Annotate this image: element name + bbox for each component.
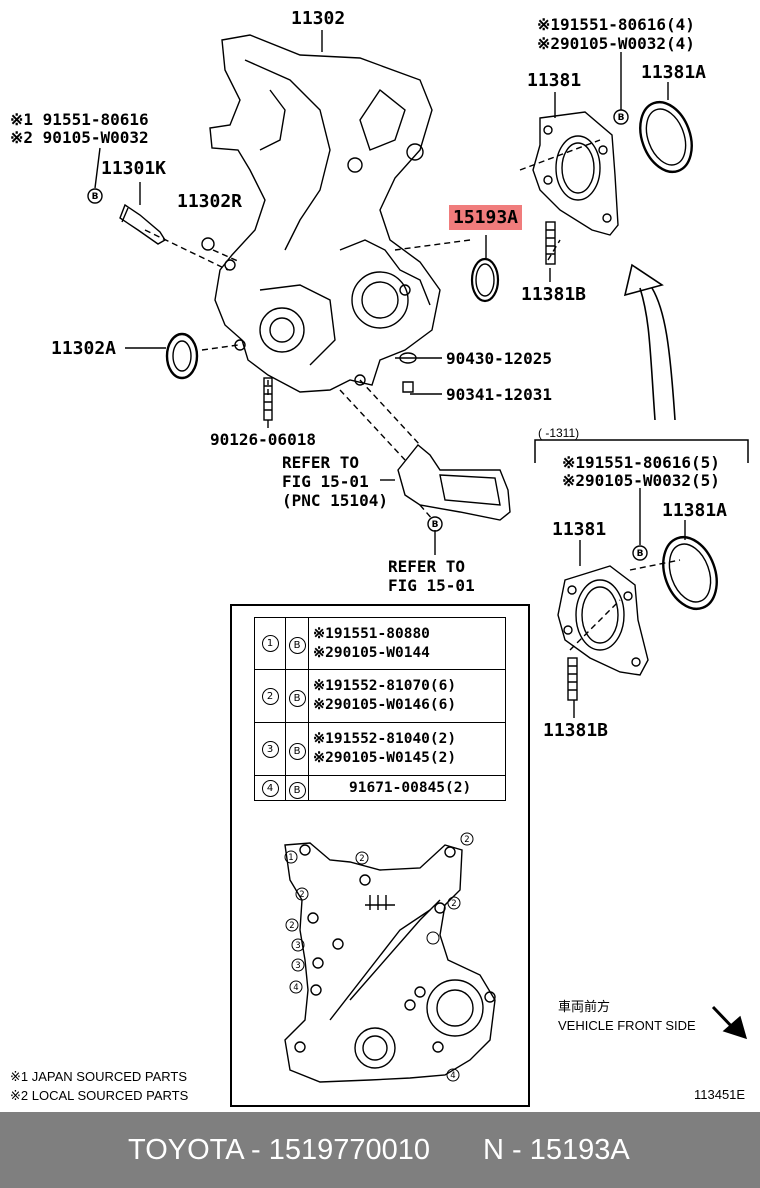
legend-row-2: 2 B ※191552-81070(6) ※290105-W0146(6) xyxy=(254,669,506,723)
callout-1 xyxy=(284,850,298,864)
small-cover-outline xyxy=(284,842,496,1083)
note1-left: ※1 91551-80616 xyxy=(10,110,149,129)
timing-cover-outline xyxy=(209,34,441,393)
local-sourced-note: ※2 LOCAL SOURCED PARTS xyxy=(10,1088,189,1103)
vehicle-front-en: VEHICLE FRONT SIDE xyxy=(558,1018,696,1033)
note1-top: ※191551-80616(4) xyxy=(537,15,695,34)
label-11381-top: 11381 xyxy=(527,70,582,91)
legend-row-3: 3 B ※191552-81040(2) ※290105-W0145(2) xyxy=(254,722,506,776)
label-90126: 90126-06018 xyxy=(210,430,316,449)
footer-brand-part-number: TOYOTA - 1519770010 xyxy=(128,1134,431,1166)
footer-bar: TOYOTA - 1519770010 N - 15193A xyxy=(0,1112,760,1188)
callout-1-text: 1 xyxy=(288,853,293,863)
retainer-right xyxy=(557,565,649,676)
vehicle-front-jp: 車両前方 xyxy=(558,999,611,1014)
legend-b-3: B xyxy=(288,742,306,760)
callout-4b: 4 xyxy=(450,1071,455,1081)
legend-num-2: 2 xyxy=(261,687,279,705)
legend-row-1-line2: ※290105-W0144 xyxy=(313,644,430,661)
note1-right: ※191551-80616(5) xyxy=(562,453,720,472)
callout-2d: 2 xyxy=(299,890,304,900)
legend-table: 1 B ※191551-80880 ※290105-W0144 2 B ※191… xyxy=(254,617,506,801)
japan-sourced-note: ※1 JAPAN SOURCED PARTS xyxy=(10,1069,188,1084)
legend-row-3-line1: ※191552-81040(2) xyxy=(313,731,457,747)
bolt-11301k xyxy=(119,203,166,245)
callout-3a: 3 xyxy=(295,941,300,951)
callout-2b: 2 xyxy=(359,854,364,864)
legend-row-4: 4 B 91671-00845(2) xyxy=(254,775,506,801)
label-90341: 90341-12031 xyxy=(446,385,552,404)
label-11302r: 11302R xyxy=(177,191,243,212)
b-marker-2: B xyxy=(618,113,625,123)
legend-row-1: 1 B ※191551-80880 ※290105-W0144 xyxy=(254,617,506,670)
label-11302a: 11302A xyxy=(51,338,117,359)
legend-num-4: 4 xyxy=(261,779,279,797)
note2-left: ※2 90105-W0032 xyxy=(10,128,149,147)
callout-2c: 2 xyxy=(451,899,456,909)
callout-4a: 4 xyxy=(293,983,298,993)
b-marker-1: B xyxy=(92,192,99,202)
refer2-line1: REFER TO xyxy=(388,557,466,576)
refer1-line2: FIG 15-01 xyxy=(282,472,369,491)
legend-row-3-line2: ※290105-W0145(2) xyxy=(313,750,457,766)
label-11381b-top: 11381B xyxy=(521,284,587,305)
legend-row-4-line1: 91671-00845(2) xyxy=(349,779,472,796)
highlighted-part-15193a: 15193A xyxy=(449,205,523,230)
note2-top: ※290105-W0032(4) xyxy=(537,34,695,53)
legend-num-3: 3 xyxy=(261,740,279,758)
refer1-line3: (PNC 15104) xyxy=(282,491,388,510)
b-marker-4: B xyxy=(432,520,439,530)
exploded-parts-diagram: 1 2 2 2 2 2 3 3 4 4 B B B B xyxy=(87,30,749,1083)
retainer-top xyxy=(532,111,619,236)
callout-2a: 2 xyxy=(464,835,469,845)
label-15193a: 15193A xyxy=(449,205,523,230)
label-11381b-right: 11381B xyxy=(543,720,609,741)
legend-row-1-line1: ※191551-80880 xyxy=(313,625,430,642)
label-11381a-right: 11381A xyxy=(662,500,728,521)
legend-row-2-line1: ※191552-81070(6) xyxy=(313,678,457,694)
label-11302: 11302 xyxy=(291,8,346,29)
callout-3b: 3 xyxy=(295,961,300,971)
footer-part-code: N - 15193A xyxy=(483,1134,630,1166)
bracket-note: ( -1311) xyxy=(538,426,580,440)
oil-strainer xyxy=(397,444,511,521)
label-11381a-top: 11381A xyxy=(641,62,707,83)
figure-number: 113451E xyxy=(694,1087,746,1102)
refer1-line1: REFER TO xyxy=(282,453,360,472)
label-11381-right: 11381 xyxy=(552,519,607,540)
label-90430: 90430-12025 xyxy=(446,349,552,368)
legend-b-1: B xyxy=(288,637,306,654)
legend-b-2: B xyxy=(288,689,306,707)
note2-right: ※290105-W0032(5) xyxy=(562,471,720,490)
label-11301k: 11301K xyxy=(101,158,167,179)
legend-box xyxy=(230,604,530,1107)
legend-b-4: B xyxy=(288,781,306,799)
callout-2e: 2 xyxy=(289,921,294,931)
refer2-line2: FIG 15-01 xyxy=(388,576,475,595)
b-marker-3: B xyxy=(637,549,644,559)
legend-num-1: 1 xyxy=(261,635,279,652)
legend-row-2-line2: ※290105-W0146(6) xyxy=(313,697,457,713)
